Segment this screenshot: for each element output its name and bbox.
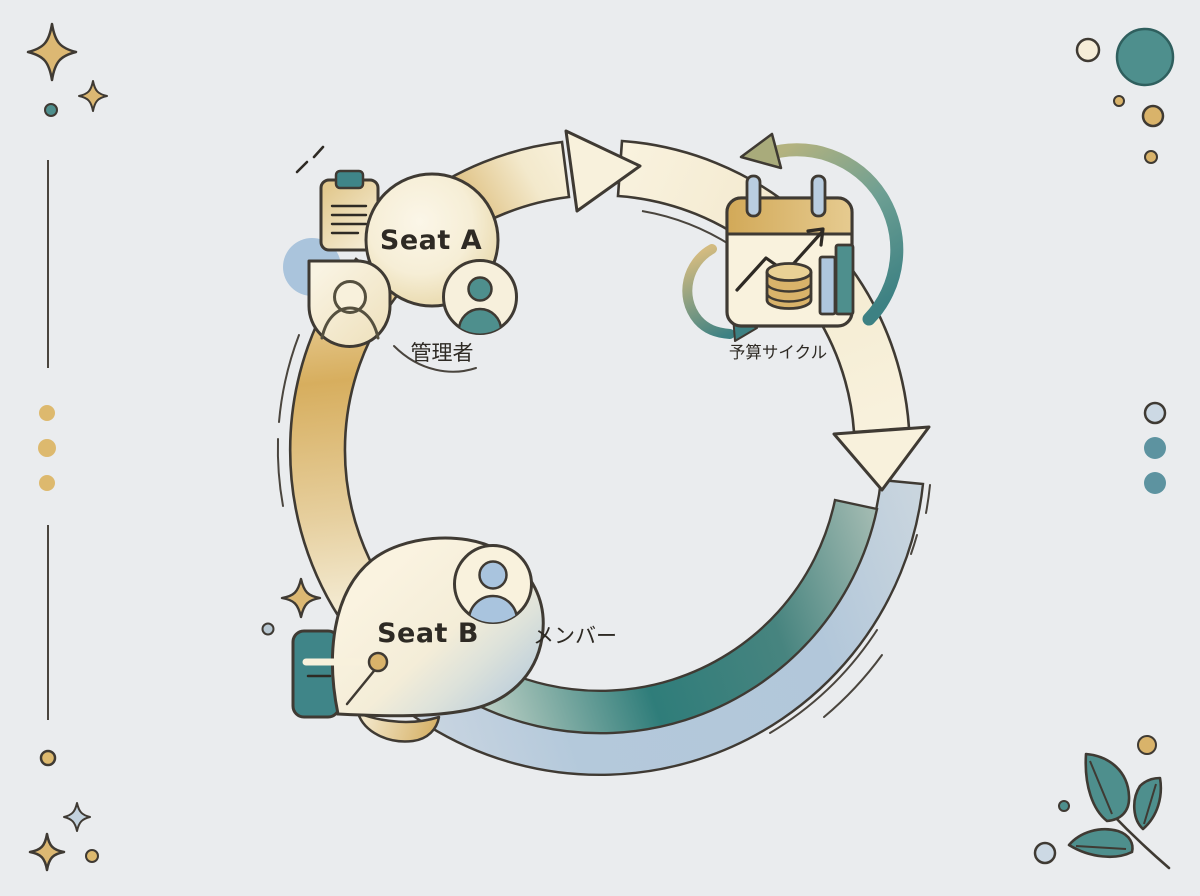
admin-person-icon [307,259,392,348]
ring-accent-lines [276,334,931,734]
leaf-branch-icon [1033,735,1171,870]
top-accent-line [641,210,733,247]
blue-ring-dot [1143,401,1167,425]
sparkle-icon [28,832,66,872]
pointer-line [345,664,380,706]
seat-a-node: Seat A 管理者 [283,145,518,373]
blue-circle [1033,841,1057,865]
echo-arc [393,345,477,373]
down-arrowhead-icon [832,425,931,492]
slider-knob-icon [367,651,389,673]
spark-lines-icon [295,145,325,174]
right-decorations [1075,27,1175,494]
leaf-midrib [1143,783,1157,825]
seat-b-title: Seat B [377,618,479,649]
seat-a-title: Seat A [380,225,482,256]
teal-dot [1058,800,1070,812]
leaf-midrib [1075,845,1127,850]
refresh-cycle-arrow-icon [739,132,904,326]
teal-dot [44,103,58,117]
coin-stack-icon [765,262,813,310]
budget-cycle-node: 予算サイクル [682,132,904,362]
gold-dot [1113,95,1125,107]
teal-dot [1144,472,1166,494]
gold-dot [1144,150,1158,164]
sparkle-blue-icon [63,802,91,832]
teal-dot [1144,437,1166,459]
gold-dot [38,439,56,457]
leaf [1067,827,1134,858]
gold-dot [39,475,55,491]
seat-b-node: Seat B メンバー [261,536,617,743]
cream-circle [1075,37,1101,63]
top-arrowhead-icon [564,129,642,213]
dot-accent [261,622,275,636]
member-avatar-icon [453,544,533,624]
leaf [1133,776,1163,831]
gold-crescent-icon [356,711,441,743]
left-decorations [26,22,108,872]
gold-dot [39,405,55,421]
leaf [1084,752,1131,823]
sparkle-icon [26,22,78,82]
sparkle-icon [280,577,322,619]
budget-cycle-label: 予算サイクル [729,343,827,362]
teal-circle [1115,27,1175,87]
seat-b-subtitle: メンバー [533,624,617,648]
gold-ring-dot [39,749,57,767]
admin-badge-icon [442,259,518,335]
seat-a-subtitle: 管理者 [411,341,474,365]
gold-ring-dot [85,849,99,863]
gold-circle [1141,104,1165,128]
clipboard-icon [319,169,380,252]
gold-dot [1137,735,1157,755]
leaf-midrib [1089,760,1113,815]
bar-chart-icon [818,243,855,316]
sparkle-small-icon [78,80,108,112]
